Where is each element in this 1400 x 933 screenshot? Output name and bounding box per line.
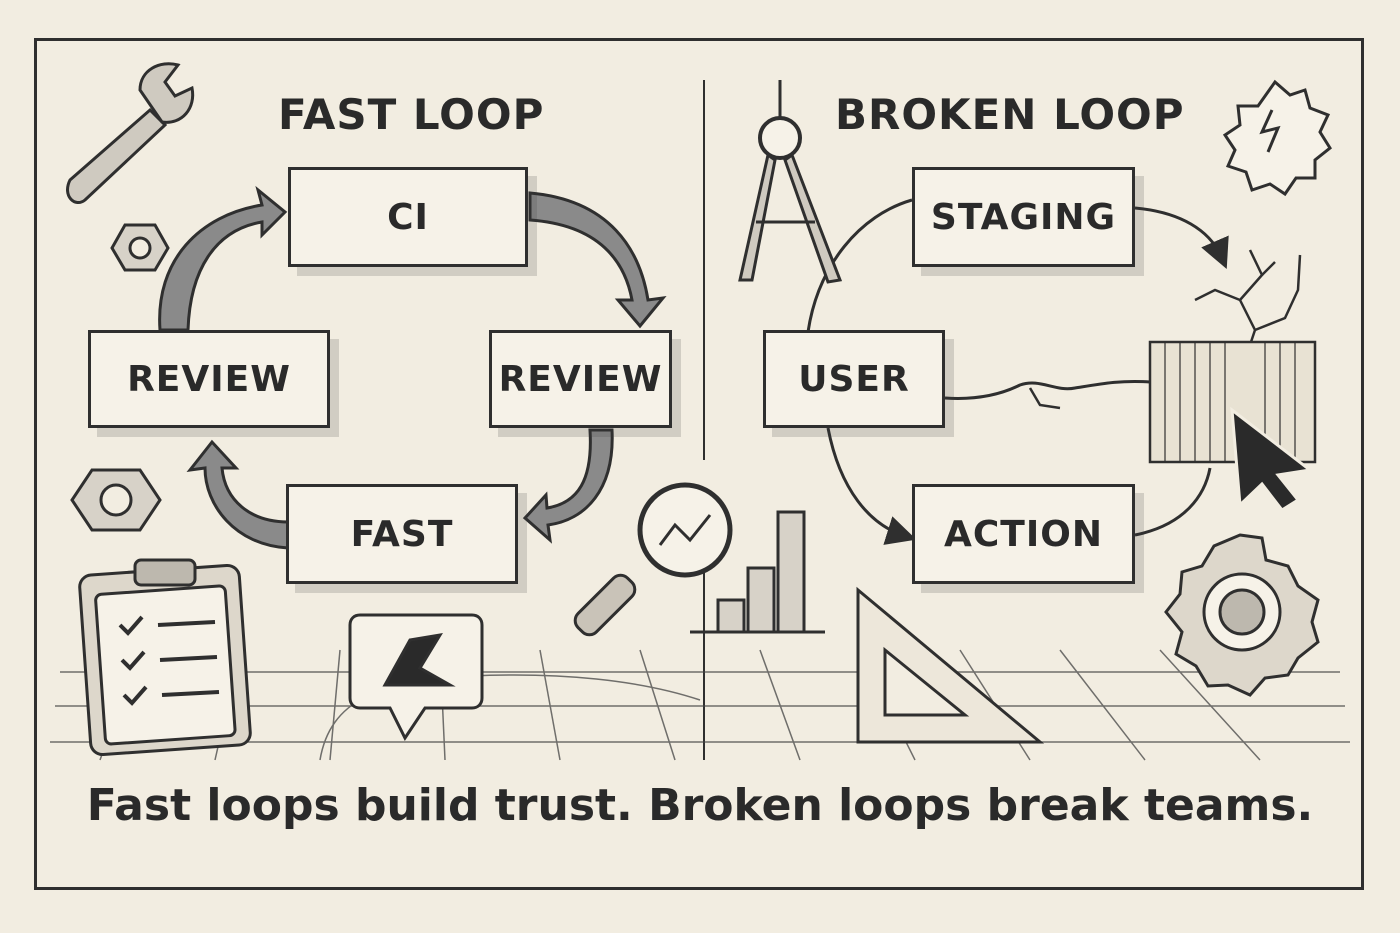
bar-chart-icon bbox=[690, 510, 825, 634]
caption: Fast loops build trust. Broken loops bre… bbox=[86, 780, 1314, 831]
fast-loop-node-bottom: FAST bbox=[286, 484, 518, 584]
broken-loop-node-left: USER bbox=[763, 330, 945, 428]
magnifier-chart-icon bbox=[573, 482, 733, 637]
chat-bubble-icon bbox=[348, 613, 484, 741]
arrow-right-to-bottom bbox=[522, 428, 614, 544]
broken-gear-icon bbox=[1222, 79, 1332, 197]
fast-loop-node-top: CI bbox=[288, 167, 528, 267]
compass-icon bbox=[738, 80, 843, 284]
fast-loop-arrows bbox=[158, 185, 667, 550]
broken-loop-title: BROKEN LOOP bbox=[835, 90, 1185, 139]
outer-frame bbox=[34, 38, 1364, 890]
broken-loop-connectors bbox=[806, 198, 1229, 545]
gear-icon bbox=[1164, 533, 1320, 697]
cracked-wall-icon bbox=[1148, 340, 1317, 464]
hex-nut-icon bbox=[70, 223, 170, 532]
fast-loop-node-right: REVIEW bbox=[489, 330, 672, 428]
crack-lines bbox=[1028, 249, 1302, 410]
set-square-icon bbox=[856, 586, 1045, 744]
fast-loop-title: FAST LOOP bbox=[278, 90, 545, 139]
wrench-icon bbox=[66, 62, 195, 204]
arrow-top-to-right bbox=[528, 191, 667, 329]
arrow-left-to-top bbox=[158, 185, 288, 332]
arrow-bottom-to-left bbox=[186, 439, 290, 550]
broken-loop-node-bottom: ACTION bbox=[912, 484, 1135, 584]
mouse-cursor-icon bbox=[1230, 406, 1314, 512]
broken-loop-node-top: STAGING bbox=[912, 167, 1135, 267]
fast-loop-node-left: REVIEW bbox=[88, 330, 330, 428]
clipboard-checklist-icon bbox=[78, 558, 252, 757]
